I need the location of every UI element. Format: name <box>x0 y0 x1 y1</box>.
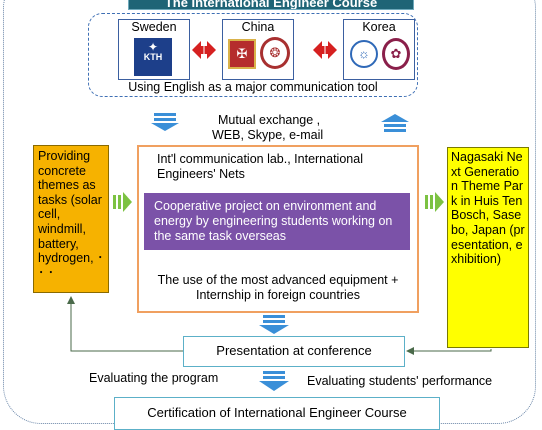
certification-box: Certification of International Engineer … <box>114 397 440 430</box>
red-double-arrow-sweden-china <box>192 41 216 59</box>
red-double-arrow-china-korea <box>313 41 337 59</box>
country-sweden: Sweden ✦ KTH <box>118 19 190 80</box>
china-university-logo-2: ❂ <box>260 37 290 69</box>
korea-university-logo-2: ✿ <box>382 38 410 70</box>
blue-up-arrow-exchange <box>381 114 409 132</box>
evaluating-program-label: Evaluating the program <box>89 371 219 385</box>
country-name-sweden: Sweden <box>131 20 177 34</box>
partner-countries-group <box>88 13 418 97</box>
page-title: The International Engineer Course <box>128 0 414 10</box>
mutual-exchange-line1: Mutual exchange , <box>218 113 321 127</box>
country-china: China ✠ ❂ <box>222 19 294 80</box>
english-communication-note: Using English as a major communication t… <box>128 80 378 94</box>
mutual-exchange-text: Mutual exchange , WEB, Skype, e-mail <box>212 113 323 143</box>
presentation-at-conference-box: Presentation at conference <box>183 336 405 367</box>
blue-down-arrow-exchange <box>151 113 179 131</box>
green-arrow-left-to-center <box>113 192 132 212</box>
blue-down-arrow-to-certification <box>259 371 289 391</box>
concrete-themes-box: Providing concrete themes as tasks (sola… <box>33 145 109 293</box>
country-name-korea: Korea <box>362 20 396 34</box>
intl-communication-lab-text: Int'l communication lab., International … <box>157 152 363 181</box>
country-name-china: China <box>241 20 275 34</box>
evaluating-students-label: Evaluating students' performance <box>307 374 493 388</box>
nagasaki-theme-park-box: Nagasaki Next Generation Theme Park in H… <box>447 147 529 348</box>
cooperative-project-box: Cooperative project on environment and e… <box>144 193 410 250</box>
feedback-line-to-left-box <box>67 296 183 352</box>
kth-logo: ✦ KTH <box>134 38 172 76</box>
green-arrow-center-to-right <box>425 192 444 212</box>
mutual-exchange-line2: WEB, Skype, e-mail <box>212 128 324 142</box>
advanced-equipment-text: The use of the most advanced equipment +… <box>157 273 399 302</box>
blue-down-arrow-to-presentation <box>259 315 289 334</box>
korea-university-logo-1: ☼ <box>350 40 378 68</box>
feedback-line-from-right-box <box>406 347 492 355</box>
china-university-logo-1: ✠ <box>228 39 256 69</box>
country-korea: Korea ☼ ✿ <box>343 19 415 80</box>
